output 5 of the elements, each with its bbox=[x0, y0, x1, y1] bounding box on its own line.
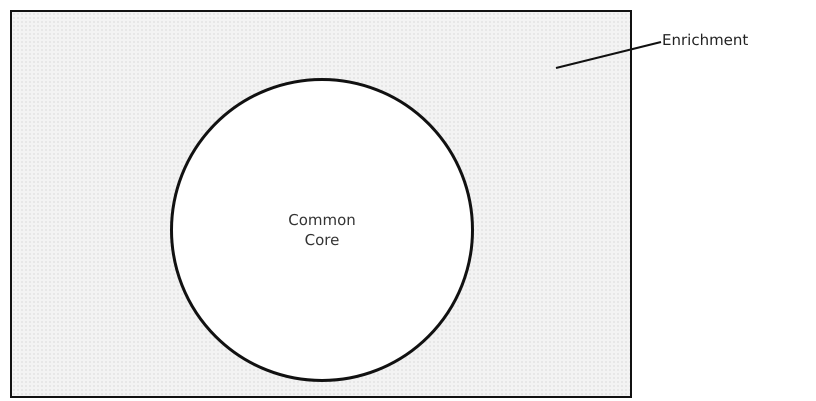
shaded-area bbox=[10, 10, 632, 398]
callout-label: Enrichment bbox=[662, 31, 750, 49]
leader-line bbox=[556, 41, 662, 69]
circle bbox=[170, 78, 474, 382]
circle-label: Common Core bbox=[287, 210, 357, 250]
